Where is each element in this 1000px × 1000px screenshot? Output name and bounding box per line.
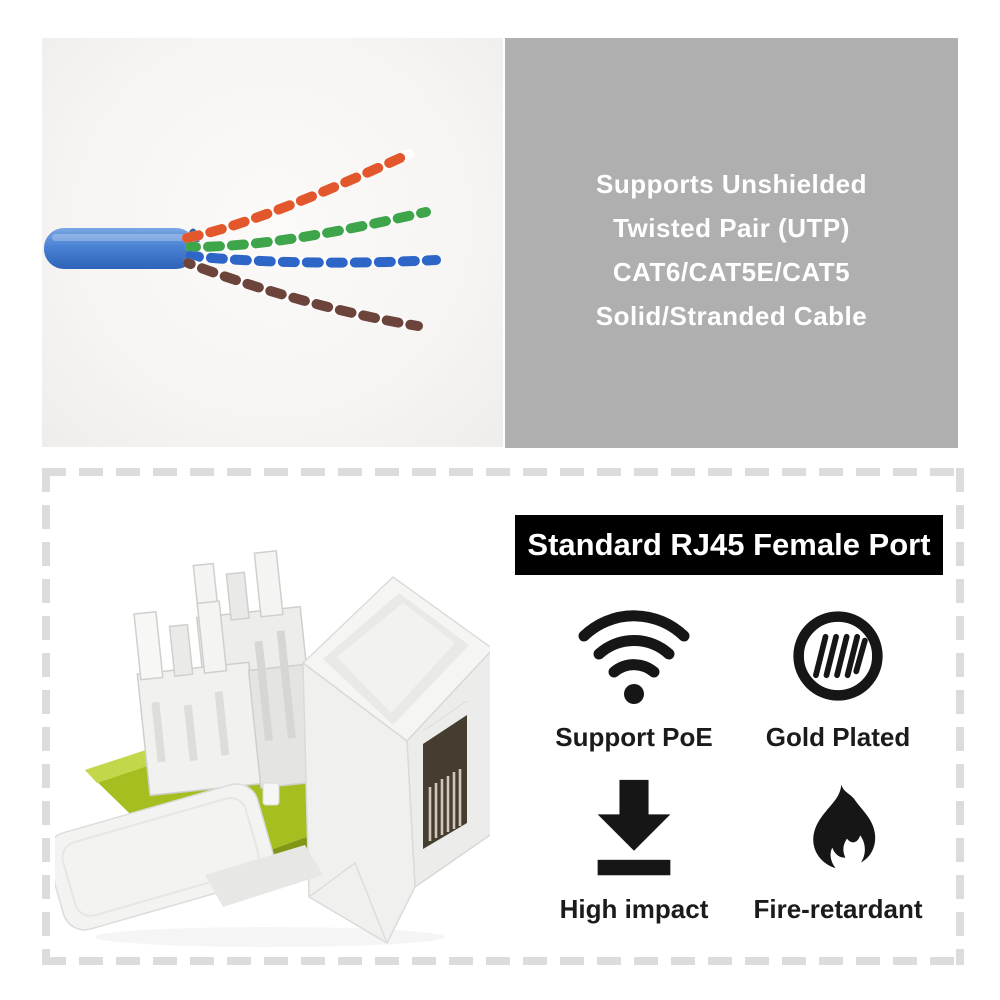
utp-cable-photo: [44, 149, 441, 331]
feature-label: Support PoE: [555, 722, 713, 752]
cable-photo-panel: [42, 38, 503, 447]
title-bar: Standard RJ45 Female Port: [515, 515, 943, 575]
feature-gold-plated: Gold Plated: [718, 604, 958, 753]
utp-info-box: Supports Unshielded Twisted Pair (UTP) C…: [505, 38, 958, 448]
feature-fire-retardant: Fire-retardant: [718, 776, 958, 925]
title-bar-label: Standard RJ45 Female Port: [527, 527, 931, 562]
keystone-jack-photo: [55, 550, 490, 947]
feature-label: Gold Plated: [765, 722, 911, 752]
jack-body: [301, 576, 490, 945]
dashed-border-left: [42, 468, 50, 965]
flame-icon: [813, 784, 876, 869]
rj45-port: [423, 701, 467, 849]
jack-punchdown-block: [133, 550, 318, 797]
wifi-icon: [578, 610, 690, 704]
dashed-border-right: [956, 468, 964, 965]
info-line-3: CAT6/CAT5E/CAT5: [612, 257, 851, 287]
info-line-4: Solid/Stranded Cable: [595, 301, 868, 331]
feature-high-impact: High impact: [514, 776, 754, 925]
cable-jacket: [44, 228, 196, 269]
gold-plated-icon: [793, 611, 883, 701]
info-line-2: Twisted Pair (UTP): [613, 213, 850, 243]
jack-cap: [55, 783, 275, 931]
dashed-border-top: [42, 468, 964, 476]
dashed-border-bottom: [42, 957, 964, 965]
feature-support-poe: Support PoE: [514, 604, 754, 753]
info-line-1: Supports Unshielded: [596, 169, 867, 199]
down-arrow-icon: [597, 779, 671, 876]
feature-label: Fire-retardant: [753, 894, 923, 924]
feature-label: High impact: [559, 894, 709, 924]
